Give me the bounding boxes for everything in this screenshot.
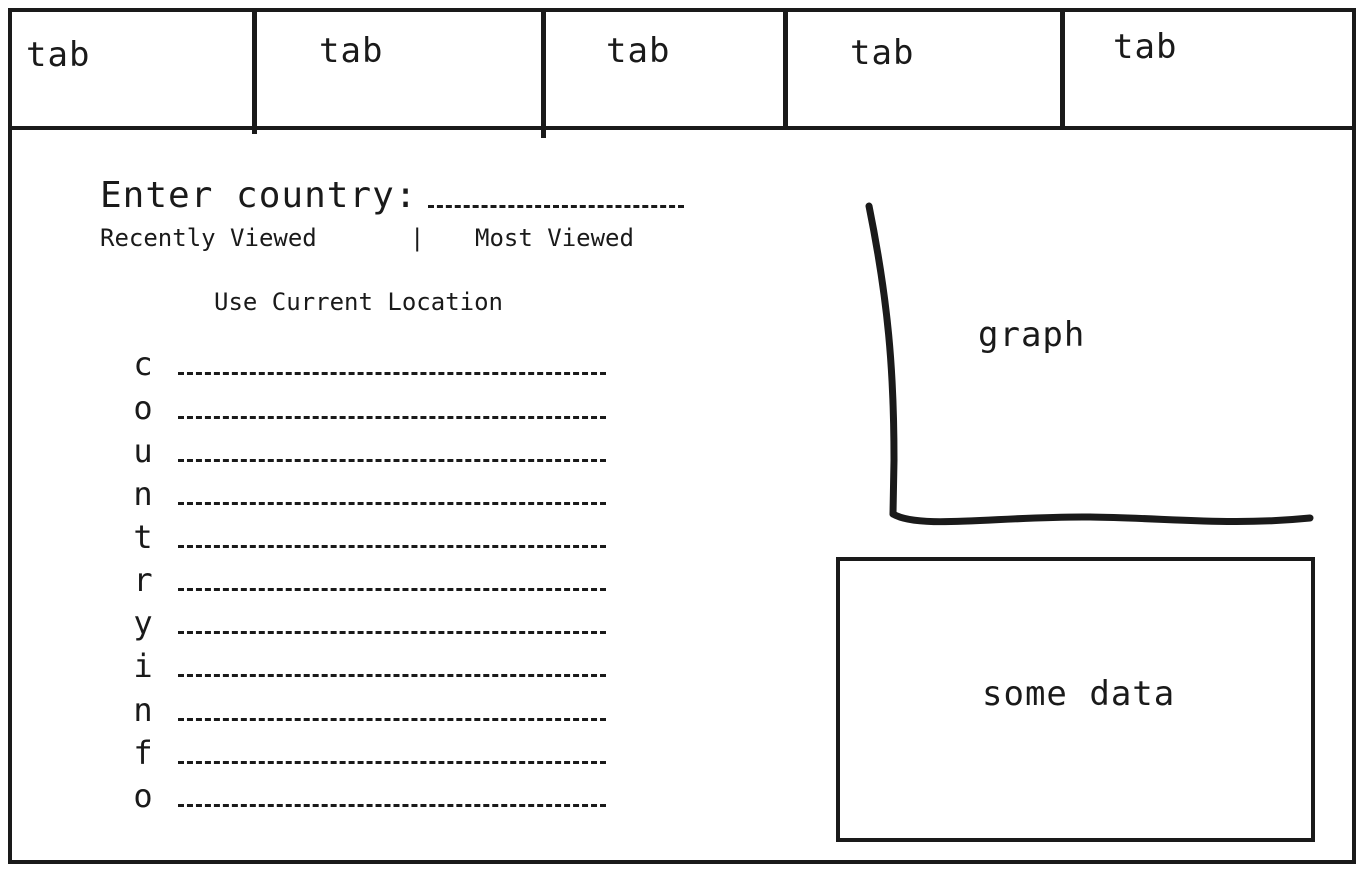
tab-3[interactable]: tab — [546, 12, 782, 126]
recently-viewed-link[interactable]: Recently Viewed — [100, 224, 317, 252]
info-row: i — [128, 650, 608, 690]
info-row: r — [128, 564, 608, 604]
most-viewed-link[interactable]: Most Viewed — [475, 224, 634, 252]
use-current-location-button[interactable]: Use Current Location — [214, 288, 503, 316]
tab-3-label: tab — [606, 31, 671, 71]
info-row-letter: f — [133, 734, 153, 772]
info-row: f — [128, 737, 608, 777]
info-row-letter: o — [133, 389, 153, 427]
tab-2[interactable]: tab — [257, 12, 541, 126]
tab-2-label: tab — [319, 31, 384, 71]
tab-divider — [1060, 12, 1065, 130]
info-row-letter: i — [133, 647, 153, 685]
graph-axes — [865, 202, 1314, 526]
tab-5[interactable]: tab — [1065, 12, 1352, 126]
info-row: y — [128, 607, 608, 647]
tab-bar: tab tab tab tab tab — [8, 8, 1356, 138]
info-row-letter: n — [133, 475, 153, 513]
tab-divider — [252, 12, 257, 134]
info-row-line — [178, 588, 606, 591]
info-row-line — [178, 545, 606, 548]
info-row: u — [128, 435, 608, 475]
graph-y-axis — [865, 202, 898, 518]
info-row: n — [128, 694, 608, 734]
info-row: t — [128, 521, 608, 561]
filter-separator: | — [410, 224, 425, 252]
info-row: o — [128, 780, 608, 820]
info-row: n — [128, 478, 608, 518]
graph-x-axis — [889, 510, 1314, 526]
info-row-letter: y — [133, 604, 153, 642]
info-row-letter: r — [133, 561, 153, 599]
data-panel: some data — [836, 557, 1315, 842]
tab-1-label: tab — [26, 35, 91, 75]
info-row-letter: o — [133, 777, 153, 815]
info-row-letter: u — [133, 432, 153, 470]
info-row-line — [178, 372, 606, 375]
country-input-label: Enter country: — [100, 175, 418, 216]
tab-4[interactable]: tab — [788, 12, 1060, 126]
info-row-line — [178, 502, 606, 505]
graph-label: graph — [978, 315, 1086, 355]
info-row: c — [128, 348, 608, 388]
country-input[interactable] — [428, 205, 684, 208]
tab-4-label: tab — [850, 33, 915, 73]
tab-5-label: tab — [1113, 27, 1178, 67]
info-row-letter: t — [133, 518, 153, 556]
info-row-line — [178, 674, 606, 677]
info-row-line — [178, 631, 606, 634]
info-row-line — [178, 718, 606, 721]
data-panel-label: some data — [982, 674, 1176, 714]
tab-1[interactable]: tab — [12, 12, 252, 126]
info-row-line — [178, 416, 606, 419]
info-row-letter: n — [133, 691, 153, 729]
info-row-line — [178, 804, 606, 807]
info-row: o — [128, 392, 608, 432]
info-row-letter: c — [133, 345, 153, 383]
info-row-line — [178, 761, 606, 764]
info-row-line — [178, 459, 606, 462]
tab-divider — [541, 12, 546, 138]
tab-divider — [783, 8, 788, 126]
